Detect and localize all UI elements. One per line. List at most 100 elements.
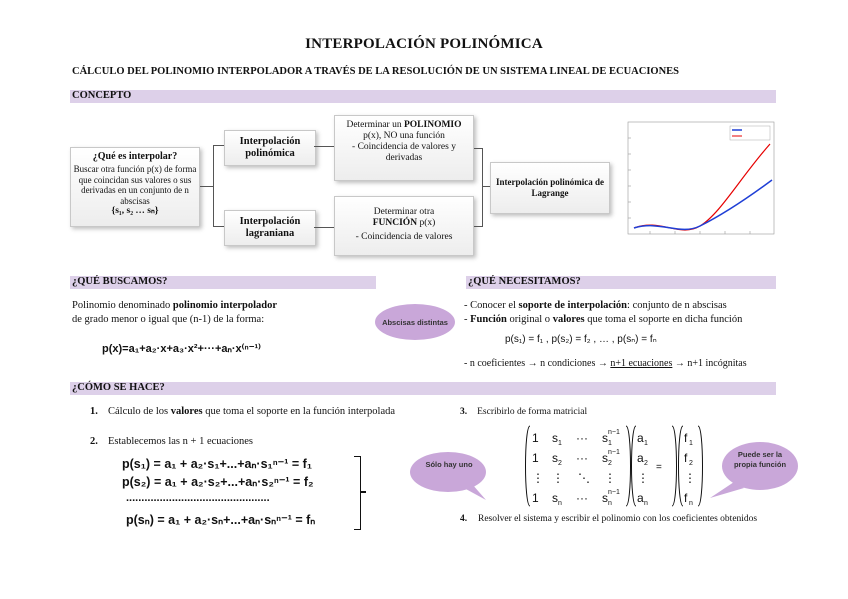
svg-text:f: f: [684, 451, 688, 465]
svg-text:f: f: [684, 431, 688, 445]
buscamos-text: Polinomio denominado polinomio interpola…: [72, 299, 372, 327]
section-title-buscamos: ¿QUÉ BUSCAMOS?: [72, 276, 168, 287]
bubble-abscisas-text: Abscisas distintas: [382, 317, 448, 327]
svg-text:2: 2: [608, 460, 612, 467]
bubble-abscisas: Abscisas distintas: [375, 304, 455, 340]
svg-text:n: n: [689, 500, 693, 507]
svg-text:···: ···: [576, 431, 588, 445]
step-2: 2. Establecemos las n + 1 ecuaciones: [90, 435, 410, 449]
nec-l1a: - Conocer el: [464, 300, 519, 311]
svg-text:⋮: ⋮: [552, 471, 564, 485]
func-line2a: FUNCIÓN: [372, 218, 418, 228]
poly-line2: p(x), NO una función: [363, 131, 445, 141]
nec-l1c: : conjunto de n abscisas: [627, 300, 727, 311]
interp-lag-box: Interpolación lagraniana: [224, 210, 316, 246]
svg-text:1: 1: [532, 451, 539, 465]
connector: [200, 186, 213, 187]
svg-text:s: s: [602, 451, 608, 465]
step-3: 3.Escribirlo de forma matricial: [460, 407, 588, 417]
buscamos-line1a: Polinomio denominado: [72, 300, 173, 311]
necesitamos-text: - Conocer el soporte de interpolación: c…: [464, 299, 784, 327]
plot-legend: [729, 125, 771, 141]
svg-text:a: a: [637, 431, 644, 445]
connector: [213, 226, 225, 227]
abscissa-set: {s₁, s₂ … sₙ}: [111, 206, 159, 216]
svg-text:⋮: ⋮: [637, 471, 649, 485]
count-c: → n+1 incógnitas: [672, 358, 747, 369]
section-title-necesitamos: ¿QUÉ NECESITAMOS?: [468, 276, 581, 287]
poly-line1a: Determinar un: [346, 120, 404, 130]
polynomial-box: Determinar un POLINOMIO p(x), NO una fun…: [334, 115, 474, 181]
nec-l2d: valores: [552, 314, 585, 325]
svg-text:s: s: [602, 491, 608, 505]
connector: [314, 227, 334, 228]
lagrange-box: Interpolación polinómica de Lagrange: [490, 162, 610, 214]
svg-text:2: 2: [644, 460, 648, 467]
section-band-buscamos: ¿QUÉ BUSCAMOS?: [70, 276, 376, 289]
connector: [474, 226, 482, 227]
svg-text:2: 2: [689, 460, 693, 467]
count-a: - n coeficientes → n condiciones →: [464, 358, 611, 369]
what-is-interpolate-box: ¿Qué es interpolar? Buscar otra función …: [70, 147, 200, 227]
function-box: Determinar otra FUNCIÓN p(x) - Coinciden…: [334, 196, 474, 256]
interp-lag-label: Interpolación lagraniana: [239, 216, 301, 239]
svg-text:f: f: [684, 491, 688, 505]
svg-text:1: 1: [608, 440, 612, 447]
func-line1: Determinar otra: [373, 207, 435, 217]
step1b: valores: [170, 406, 203, 417]
bubble-own-function: [710, 442, 798, 498]
brace-tip: [360, 491, 366, 493]
values-formula: p(s₁) = f₁ , p(s₂) = f₂ , … , p(sₙ) = fₙ: [505, 334, 657, 345]
connector: [314, 146, 334, 147]
equation-1: p(s₁) = a₁ + a₂·s₁+...+aₙ·s₁ⁿ⁻¹ = f₁: [122, 457, 313, 471]
svg-text:⋮: ⋮: [532, 471, 544, 485]
connector: [474, 148, 482, 149]
interpolation-plot: [627, 121, 775, 235]
step1c: que toma el soporte en la función interp…: [202, 406, 396, 417]
buscamos-line1b: polinomio interpolador: [172, 300, 278, 311]
svg-text:a: a: [637, 451, 644, 465]
svg-text:1: 1: [689, 440, 693, 447]
svg-text:a: a: [637, 491, 644, 505]
section-title-concepto: CONCEPTO: [72, 90, 132, 101]
step1a: Cálculo de los: [108, 406, 171, 417]
svg-text:···: ···: [576, 451, 588, 465]
nec-l2e: que toma el soporte en dicha función: [584, 314, 743, 325]
svg-text:⋮: ⋮: [604, 471, 616, 485]
connector: [213, 145, 225, 146]
matrix-brackets: [525, 425, 703, 507]
count-line: - n coeficientes → n condiciones → n+1 e…: [464, 357, 747, 371]
bubble-only-one: [410, 452, 486, 500]
bubble-shape: [722, 442, 798, 490]
page-title: INTERPOLACIÓN POLINÓMICA: [305, 36, 543, 52]
equations-brace: [354, 456, 361, 530]
what-is-interpolate-question: ¿Qué es interpolar?: [92, 151, 178, 162]
svg-text:1: 1: [532, 431, 539, 445]
step3-text: Escribirlo de forma matricial: [477, 407, 588, 417]
connector: [213, 145, 214, 227]
nec-l2a: -: [464, 314, 471, 325]
interp-poly-box: Interpolación polinómica: [224, 130, 316, 166]
svg-text:1: 1: [532, 491, 539, 505]
section-title-como: ¿CÓMO SE HACE?: [72, 382, 165, 393]
nec-l2b: Función: [470, 314, 507, 325]
svg-text:n−1: n−1: [608, 449, 620, 456]
svg-text:s: s: [552, 451, 558, 465]
svg-text:n: n: [608, 500, 612, 507]
polynomial-formula: p(x)=a₁+a₂·x+a₃·x²+···+aₙ·x⁽ⁿ⁻¹⁾: [102, 343, 261, 355]
section-band-concepto: CONCEPTO: [70, 90, 776, 103]
svg-text:s: s: [552, 491, 558, 505]
bubble-only-one-text: Sólo hay uno: [425, 460, 473, 469]
what-is-interpolate-answer: Buscar otra función p(x) de forma que co…: [73, 164, 197, 206]
bubble-tail: [464, 484, 486, 500]
page-subtitle: CÁLCULO DEL POLINOMIO INTERPOLADOR A TRA…: [72, 66, 679, 77]
equation-2: p(s₂) = a₁ + a₂·s₂+...+aₙ·s₂ⁿ⁻¹ = f₂: [122, 475, 314, 489]
interp-poly-label: Interpolación polinómica: [239, 136, 301, 159]
buscamos-line2: de grado menor o igual que (n-1) de la f…: [72, 314, 265, 325]
plot-ticks: [628, 137, 751, 234]
equation-n: p(sₙ) = a₁ + a₂·sₙ+...+aₙ·sₙⁿ⁻¹ = fₙ: [126, 513, 316, 527]
step2-text: Establecemos las n + 1 ecuaciones: [108, 436, 253, 447]
svg-text:1: 1: [558, 440, 562, 447]
nec-l2c: original o: [506, 314, 553, 325]
